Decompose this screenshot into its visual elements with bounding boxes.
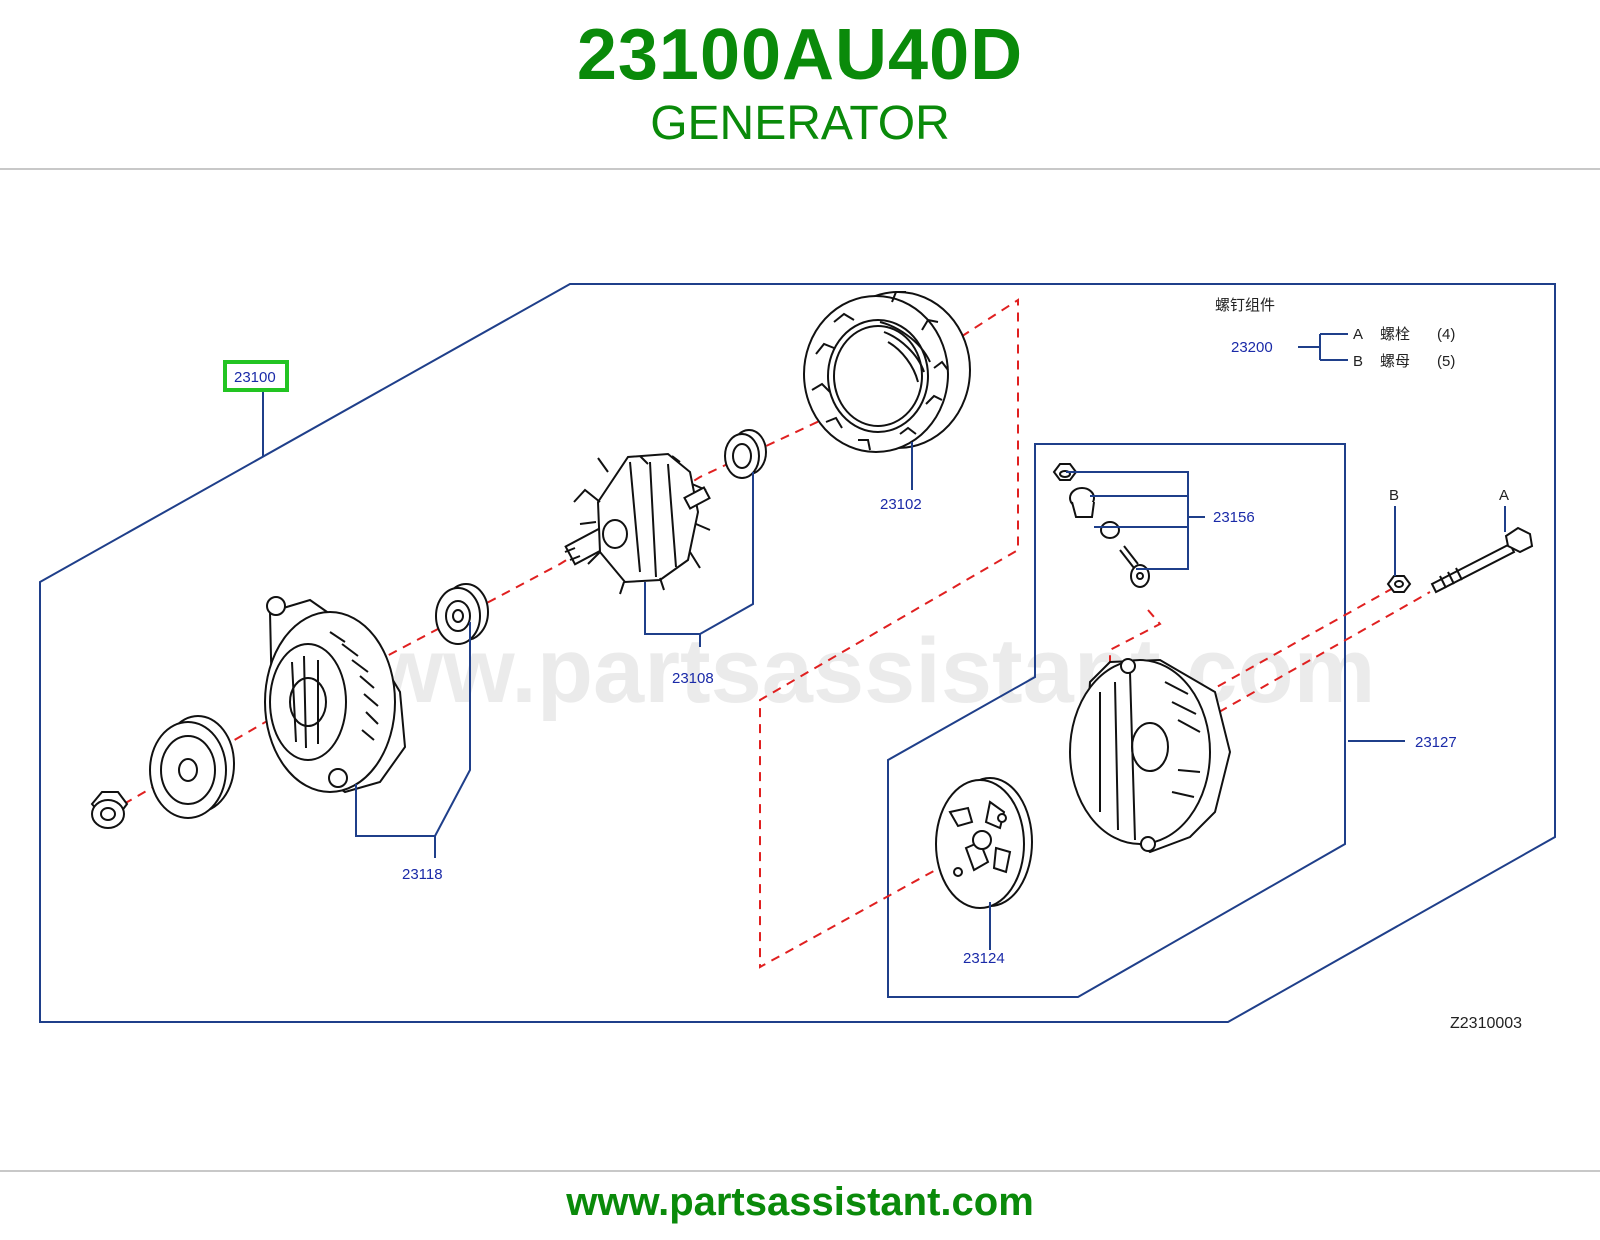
footer-site-url[interactable]: www.partsassistant.com [566,1180,1034,1224]
legend-b-qty: (5) [1437,353,1455,370]
callout-23108[interactable]: 23108 [672,670,714,687]
outer-frame [39,283,1556,1023]
stator-part [803,291,971,453]
figure-code: Z2310003 [1450,1015,1522,1032]
callout-23102[interactable]: 23102 [880,496,922,513]
svg-text:23100: 23100 [234,369,276,386]
rear-bearing-part [724,429,767,479]
footer-divider [0,1170,1600,1172]
legend-b-name: 螺母 [1380,352,1410,370]
pulley-part [149,715,235,819]
callout-23156[interactable]: 23156 [1213,509,1255,526]
pulley-nut-part [90,791,129,829]
callout-23124[interactable]: 23124 [963,950,1005,967]
bolt-letter-label: A [1499,487,1509,504]
header-divider [0,168,1600,170]
callout-23127[interactable]: 23127 [1415,734,1457,751]
terminal-small-parts [1052,463,1150,588]
hex-nut-part [1386,575,1412,593]
inner-frame [887,443,1346,998]
legend-a-name: 螺栓 [1380,325,1410,343]
legend-a-letter: A [1353,326,1363,343]
legend-title: 螺钉组件 [1215,296,1275,314]
callout-23200[interactable]: 23200 [1231,339,1273,356]
legend-b-letter: B [1353,353,1363,370]
leader-lines [262,333,1506,950]
rotor-part [564,452,711,595]
rear-bracket-part [1069,658,1232,854]
rear-cover-part [935,777,1033,909]
front-bracket-part [264,596,407,794]
nut-letter-label: B [1389,487,1399,504]
exploded-parts-diagram: www.partsassistant.com [0,172,1600,1168]
page-header: 23100AU40D GENERATOR [0,0,1600,168]
part-name-subtitle: GENERATOR [650,97,950,150]
screw-set-legend: 螺钉组件 A 螺栓 (4) B 螺母 (5) [1215,296,1455,370]
legend-a-qty: (4) [1437,326,1455,343]
callout-23118[interactable]: 23118 [402,866,443,883]
through-bolt-part [1430,526,1534,594]
highlighted-callout-23100[interactable]: 23100 [223,360,289,392]
front-bearing-part [435,583,489,645]
part-number-title: 23100AU40D [576,15,1024,95]
